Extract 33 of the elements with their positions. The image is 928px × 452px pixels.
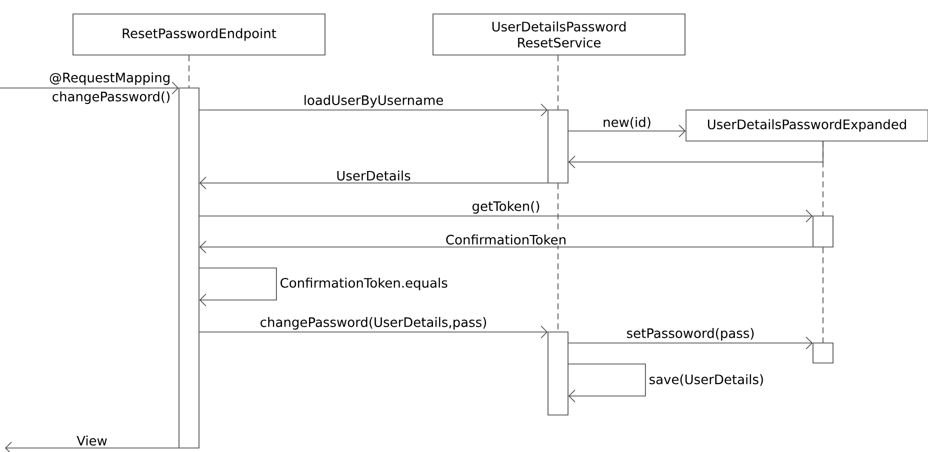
message-label: save(UserDetails) <box>650 374 763 386</box>
message-arrow <box>199 326 548 338</box>
self-message-arrow <box>199 268 277 306</box>
activation-bar <box>812 342 834 364</box>
message-label: getToken() <box>470 200 542 215</box>
message-arrow <box>568 124 686 138</box>
activation-bar <box>812 216 834 248</box>
message-label: UserDetails <box>335 170 412 182</box>
participant-box: UserDetailsPassword ResetService <box>432 14 686 56</box>
message-label: @RequestMapping changePassword() <box>50 72 170 104</box>
message-arrow <box>199 176 548 190</box>
self-message-arrow <box>568 364 646 402</box>
message-arrow <box>0 82 179 94</box>
message-label: loadUserByUsername <box>302 94 445 109</box>
activation-bar <box>548 332 568 416</box>
message-label: View <box>76 434 108 447</box>
message-arrow <box>5 442 179 452</box>
activation-bar <box>548 110 568 184</box>
message-label: ConfirmationToken <box>444 234 568 246</box>
participant-box: ResetPasswordEndpoint <box>72 14 326 56</box>
message-arrow <box>568 141 824 168</box>
message-arrow <box>199 104 548 116</box>
message-label: setPassoword(pass) <box>625 327 756 342</box>
lifeline <box>188 55 190 88</box>
activation-bar <box>178 88 200 448</box>
message-arrow <box>568 336 813 350</box>
message-label: ConfirmationToken.equals <box>280 278 448 290</box>
participant-box: UserDetailsPasswordExpanded <box>686 110 928 142</box>
message-label: new(id) <box>602 116 652 130</box>
message-label: changePassword(UserDetails,pass) <box>258 316 488 331</box>
message-arrow <box>199 240 814 254</box>
lifeline <box>822 247 824 343</box>
message-arrow <box>199 210 813 222</box>
